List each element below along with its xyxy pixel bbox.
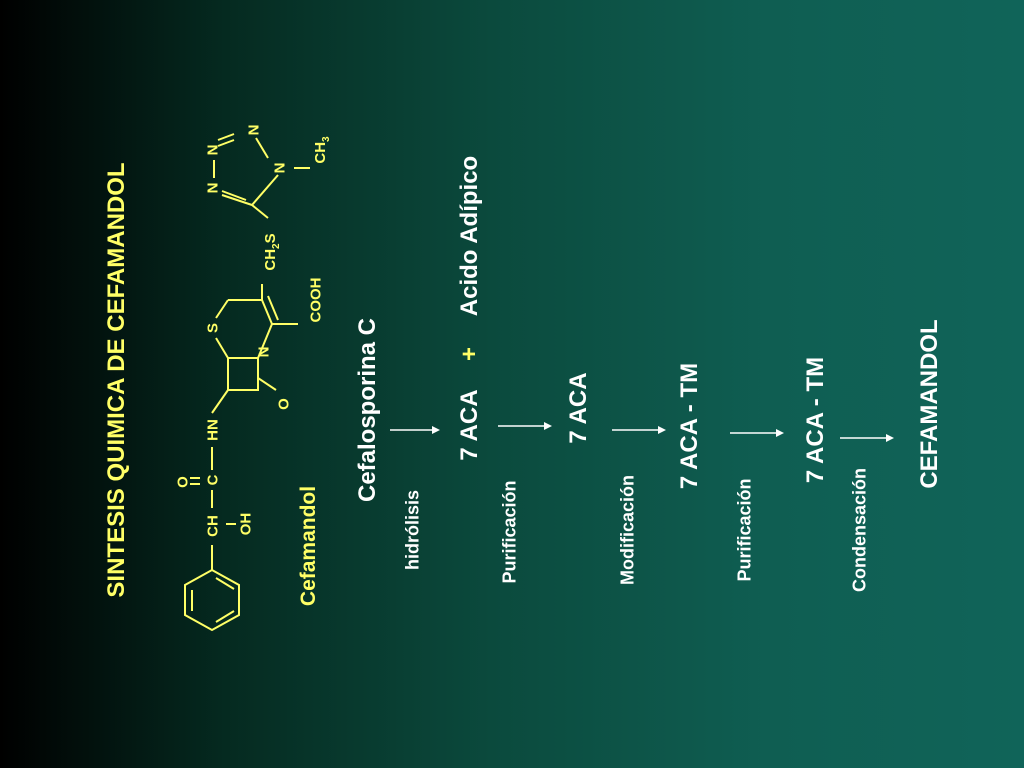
tetrazole-bond — [217, 133, 235, 141]
atom-o-acyl: O — [174, 476, 192, 488]
flow-step2-label: Purificación — [499, 480, 520, 584]
bond-hn-lactam — [211, 389, 229, 414]
flow-step5-label: Condensación — [849, 467, 870, 593]
atom-n-ring: N — [255, 346, 273, 358]
beta-lactam-ring — [227, 357, 259, 391]
bond-ring — [215, 299, 229, 319]
flow-arrows — [390, 425, 890, 439]
atom-oh: OH — [237, 512, 255, 536]
tetrazole-bond — [217, 139, 235, 147]
flow-start-label: Cefalosporina C — [354, 317, 381, 503]
atom-tetrazole-n4: N — [271, 162, 289, 174]
flow-arrowheads — [432, 422, 894, 442]
atom-tetrazole-n3: N — [245, 124, 263, 136]
atom-hn: HN — [204, 419, 222, 441]
bond-ring — [215, 337, 229, 359]
flow-step3-label: Modificación — [617, 474, 638, 586]
tetrazole-bond — [221, 190, 247, 201]
flow-plus-sign: + — [456, 346, 483, 362]
atom-c: C — [204, 474, 222, 486]
benzene-inner-bond — [215, 610, 235, 623]
tetrazole-bond — [251, 174, 279, 206]
atom-tetrazole-n2: N — [204, 144, 222, 156]
flow-product1b-label: Acido Adípico — [456, 155, 483, 317]
atom-cooh: COOH — [307, 277, 325, 323]
bond-ring-double — [261, 299, 273, 325]
flow-product4-label: 7 ACA - TM — [802, 356, 829, 484]
flow-product2-label: 7 ACA — [565, 372, 592, 444]
bond-lactam-o — [257, 377, 277, 391]
bond-ring — [257, 323, 273, 359]
flow-product1a-label: 7 ACA — [456, 389, 483, 461]
atom-s-ring: S — [204, 322, 222, 334]
atom-tetrazole-n1: N — [204, 182, 222, 194]
tetrazole-bond — [221, 194, 253, 206]
benzene-inner-bond — [215, 577, 235, 590]
atom-ch3: CH3 — [312, 136, 332, 164]
tetrazole-bond — [255, 137, 269, 159]
molecule-name: Cefamandol — [297, 485, 320, 607]
atom-o-lactam: O — [275, 398, 293, 410]
atom-ch: CH — [204, 515, 222, 537]
bond-ring-double — [267, 295, 279, 321]
flow-final-label: CEFAMANDOL — [916, 319, 943, 489]
benzene-ring — [184, 568, 240, 632]
flow-product3-label: 7 ACA - TM — [676, 362, 703, 490]
flow-step1-label: hidrólisis — [402, 489, 423, 571]
atom-ch2s: CH2S — [262, 233, 282, 271]
flow-step4-label: Purificación — [734, 478, 755, 582]
bond-s-tetrazole — [251, 204, 269, 219]
